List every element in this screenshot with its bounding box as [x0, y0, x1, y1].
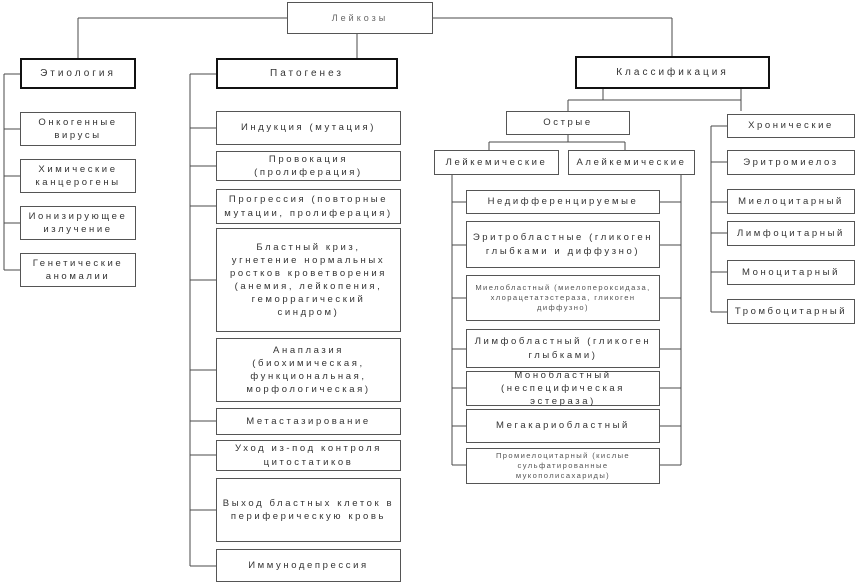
acute-item-erythroblastic: Эритробластные (гликоген глыбками и дифф…	[466, 221, 660, 268]
chronic-title: Хронические	[748, 120, 834, 132]
etiology-item-label: Генетические аномалии	[32, 257, 124, 282]
chronic-item-label: Эритромиелоз	[743, 156, 839, 168]
pathogenesis-item-label: Бластный криз, угнетение нормальных рост…	[230, 241, 387, 319]
acute-item-promyelocytic: Промиелоцитарный (кислые сульфатированны…	[466, 448, 660, 484]
pathogenesis-item-label: Анаплазия (биохимическая, функциональная…	[246, 344, 371, 396]
pathogenesis-item-label: Иммунодепрессия	[248, 559, 369, 571]
acute-item-myeloblastic: Миелобластный (миелопероксидаза, хлораце…	[466, 275, 660, 321]
acute-box: Острые	[506, 111, 630, 135]
root-box: Лейкозы	[287, 2, 433, 34]
classification-header: Классификация	[575, 56, 770, 89]
pathogenesis-item-provocation: Провокация (пролиферация)	[216, 151, 401, 181]
pathogenesis-item-progression: Прогрессия (повторные мутации, пролифера…	[216, 189, 401, 224]
pathogenesis-item-metastasis: Метастазирование	[216, 408, 401, 435]
pathogenesis-item-immunodepression: Иммунодепрессия	[216, 549, 401, 582]
pathogenesis-item-label: Уход из-под контроля цитостатиков	[235, 443, 382, 468]
acute-item-megakaryoblastic: Мегакариобластный	[466, 409, 660, 443]
aleukemic-title: Алейкемические	[576, 156, 687, 168]
root-label: Лейкозы	[331, 12, 389, 23]
etiology-header: Этиология	[20, 58, 136, 89]
pathogenesis-item-blast-crisis: Бластный криз, угнетение нормальных рост…	[216, 228, 401, 332]
chronic-item-monocytic: Моноцитарный	[727, 260, 855, 285]
leukemic-title: Лейкемические	[445, 156, 548, 168]
pathogenesis-item-anaplasia: Анаплазия (биохимическая, функциональная…	[216, 338, 401, 402]
chronic-box: Хронические	[727, 114, 855, 138]
leukemic-box: Лейкемические	[434, 150, 559, 175]
pathogenesis-item-label: Индукция (мутация)	[241, 122, 376, 134]
chronic-item-lymphocytic: Лимфоцитарный	[727, 221, 855, 246]
acute-item-label: Промиелоцитарный (кислые сульфатированны…	[495, 451, 631, 480]
etiology-item-genetic: Генетические аномалии	[20, 253, 136, 287]
acute-title: Острые	[543, 117, 593, 129]
chronic-item-label: Миелоцитарный	[738, 195, 844, 207]
pathogenesis-item-cytostatic-escape: Уход из-под контроля цитостатиков	[216, 440, 401, 471]
chronic-item-erythromyelosis: Эритромиелоз	[727, 150, 855, 175]
pathogenesis-item-label: Метастазирование	[246, 415, 371, 427]
etiology-item-viruses: Онкогенные вирусы	[20, 112, 136, 146]
pathogenesis-header: Патогенез	[216, 58, 398, 89]
acute-item-label: Лимфобластный (гликоген глыбками)	[474, 336, 652, 361]
chronic-item-myelocytic: Миелоцитарный	[727, 189, 855, 214]
acute-item-label: Монобластный (неспецифическая эстераза)	[500, 369, 626, 408]
aleukemic-box: Алейкемические	[568, 150, 695, 175]
etiology-item-label: Ионизирующее излучение	[28, 210, 128, 235]
chronic-item-label: Тромбоцитарный	[734, 305, 848, 317]
etiology-item-radiation: Ионизирующее излучение	[20, 206, 136, 240]
chronic-item-thrombocytic: Тромбоцитарный	[727, 299, 855, 324]
pathogenesis-item-label: Выход бластных клеток в периферическую к…	[222, 497, 395, 522]
acute-item-label: Недифференцируемые	[487, 196, 639, 208]
acute-item-undifferentiated: Недифференцируемые	[466, 190, 660, 214]
etiology-item-chemicals: Химические канцерогены	[20, 159, 136, 193]
etiology-title: Этиология	[40, 67, 116, 79]
pathogenesis-item-label: Прогрессия (повторные мутации, пролифера…	[224, 194, 393, 219]
acute-item-monoblastic: Монобластный (неспецифическая эстераза)	[466, 369, 660, 408]
classification-title: Классификация	[616, 66, 729, 78]
etiology-item-label: Химические канцерогены	[35, 163, 121, 188]
chronic-item-label: Лимфоцитарный	[737, 227, 845, 239]
pathogenesis-item-label: Провокация (пролиферация)	[254, 153, 363, 178]
chronic-item-label: Моноцитарный	[742, 266, 840, 278]
acute-item-label: Миелобластный (миелопероксидаза, хлораце…	[475, 283, 651, 312]
pathogenesis-title: Патогенез	[270, 67, 344, 79]
acute-item-lymphoblastic: Лимфобластный (гликоген глыбками)	[466, 329, 660, 368]
pathogenesis-item-blast-release: Выход бластных клеток в периферическую к…	[216, 478, 401, 542]
pathogenesis-item-induction: Индукция (мутация)	[216, 111, 401, 145]
acute-item-label: Эритробластные (гликоген глыбками и дифф…	[472, 232, 654, 257]
etiology-item-label: Онкогенные вирусы	[38, 116, 118, 141]
acute-item-label: Мегакариобластный	[496, 420, 630, 432]
